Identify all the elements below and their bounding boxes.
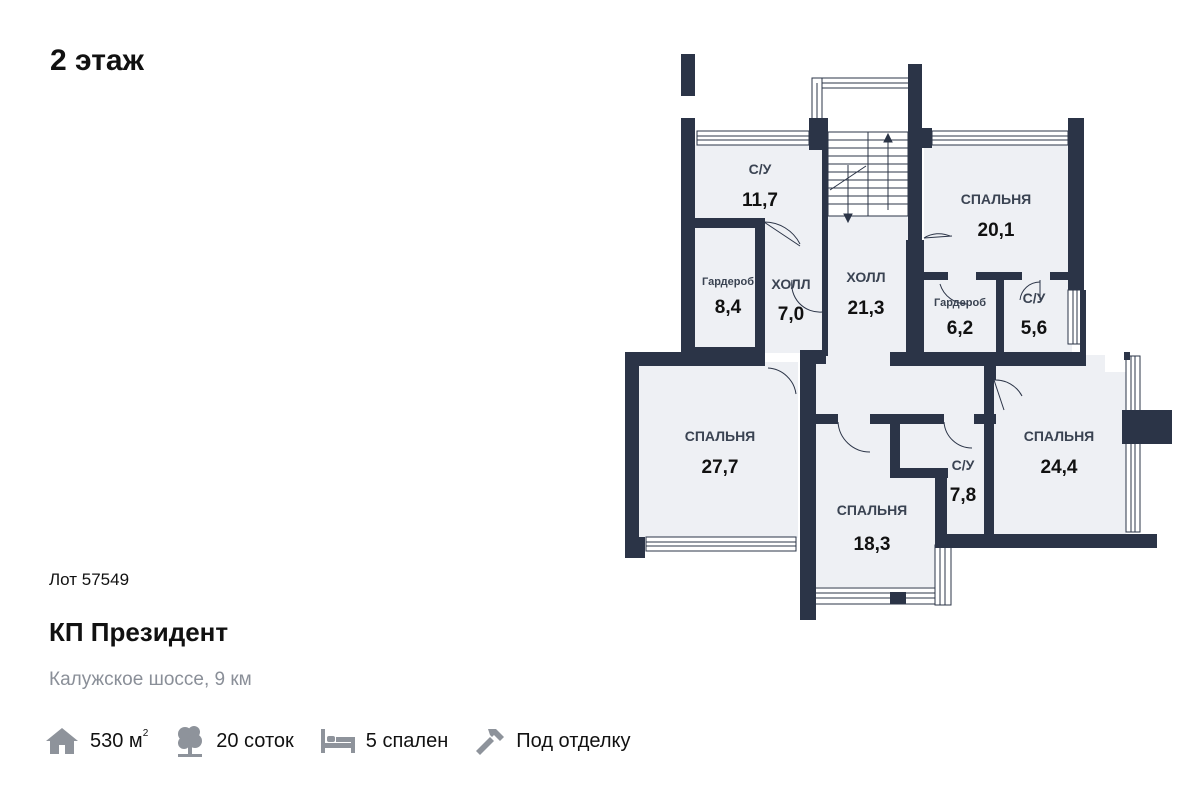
room-area-su1: 11,7 bbox=[742, 190, 778, 211]
windows bbox=[645, 77, 1141, 606]
bed-icon bbox=[320, 729, 355, 753]
feature-area: 530 м2 bbox=[44, 726, 148, 756]
area-value: 530 м bbox=[90, 729, 143, 752]
room-label-gard1: Гардероб bbox=[702, 276, 754, 288]
room-label-bed3: СПАЛЬНЯ bbox=[1024, 428, 1095, 444]
room-area-gard2: 6,2 bbox=[947, 318, 973, 339]
room-label-su2: С/У bbox=[1023, 290, 1046, 306]
address: Калужское шоссе, 9 км bbox=[49, 669, 252, 690]
room-area-hall1: 7,0 bbox=[778, 304, 804, 325]
floor-title: 2 этаж bbox=[50, 44, 144, 77]
room-area-gard1: 8,4 bbox=[715, 297, 742, 318]
room-label-bed2: СПАЛЬНЯ bbox=[685, 428, 756, 444]
room-area-bed1: 20,1 bbox=[978, 220, 1015, 241]
room-area-su2: 5,6 bbox=[1021, 318, 1047, 339]
room-area-bed3: 24,4 bbox=[1041, 457, 1078, 478]
features-bar: 530 м2 20 соток 5 спален Под отделку bbox=[44, 724, 657, 758]
room-label-su1: С/У bbox=[749, 161, 772, 177]
area-unit-sup: 2 bbox=[142, 727, 149, 739]
doors bbox=[763, 221, 1041, 453]
house-icon bbox=[46, 728, 78, 754]
room-label-hall1: ХОЛЛ bbox=[771, 276, 810, 292]
feature-finish-text: Под отделку bbox=[516, 729, 631, 752]
feature-plot: 20 соток bbox=[174, 724, 294, 758]
room-label-bed4: СПАЛЬНЯ bbox=[837, 502, 908, 518]
room-area-bed4: 18,3 bbox=[854, 534, 891, 555]
room-label-bed1: СПАЛЬНЯ bbox=[961, 191, 1032, 207]
room-area-bed2: 27,7 bbox=[702, 457, 739, 478]
room-area-hall2: 21,3 bbox=[848, 298, 885, 319]
room-label-su3: С/У bbox=[952, 457, 975, 473]
feature-bedrooms: 5 спален bbox=[320, 727, 448, 755]
lot-number: Лот 57549 bbox=[49, 570, 130, 589]
tree-icon bbox=[178, 726, 203, 757]
room-labels: С/У 11,7 СПАЛЬНЯ 20,1 Гардероб 8,4 ХОЛЛ … bbox=[685, 161, 1095, 555]
room-label-hall2: ХОЛЛ bbox=[846, 269, 885, 285]
feature-plot-text: 20 соток bbox=[216, 729, 294, 752]
hammer-icon bbox=[476, 729, 505, 755]
staircase bbox=[827, 131, 909, 224]
walls bbox=[625, 54, 1172, 620]
room-area-su3: 7,8 bbox=[950, 485, 976, 506]
feature-bedrooms-text: 5 спален bbox=[365, 729, 449, 752]
feature-finish: Под отделку bbox=[474, 725, 631, 757]
room-label-gard2: Гардероб bbox=[934, 297, 986, 309]
project-name: КП Президент bbox=[49, 617, 229, 647]
feature-area-text: 530 м2 bbox=[90, 727, 149, 753]
